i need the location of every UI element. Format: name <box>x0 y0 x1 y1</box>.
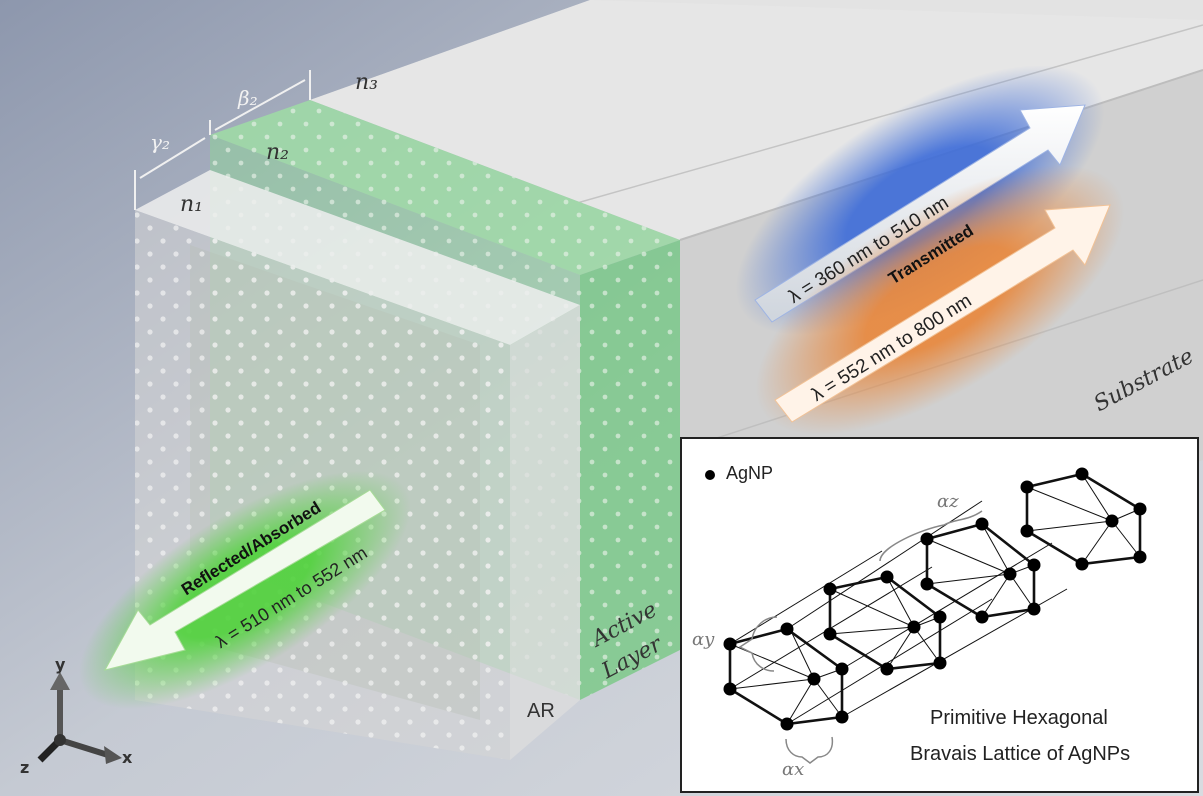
ar-layer-top <box>135 170 580 345</box>
substrate-face-top <box>310 0 1203 240</box>
substrate-ridge <box>569 24 1203 206</box>
dimension-braces <box>738 510 983 764</box>
lattice-diagram <box>705 467 1147 764</box>
n2-label: n₂ <box>266 140 289 165</box>
axis-z-label: z <box>20 758 30 777</box>
legend-label: AgNP <box>726 463 774 483</box>
agnp-nodes <box>723 467 1147 731</box>
axis-y-label: y <box>55 655 66 674</box>
beta-dimension-label: β₂ <box>238 86 258 110</box>
ar-label: AR <box>527 700 555 722</box>
dimension-markers <box>134 70 311 210</box>
alpha-z-label: αz <box>937 491 959 512</box>
lattice-inset: AgNP αz αy αx Primitive Hexagonal Bravai… <box>680 437 1199 793</box>
n3-label: n₃ <box>355 70 378 95</box>
caption-line1: Primitive Hexagonal <box>930 707 1108 729</box>
gamma-dimension-label: γ₂ <box>150 130 170 154</box>
axis-x-label: x <box>122 748 133 767</box>
axes-triad <box>37 672 122 764</box>
legend-dot <box>705 470 715 480</box>
n1-label: n₁ <box>180 192 203 217</box>
orange-arrow <box>774 204 1111 423</box>
alpha-y-label: αy <box>692 629 715 650</box>
ar-layer-side <box>510 305 580 760</box>
green-arrow <box>104 489 386 671</box>
caption-line2: Bravais Lattice of AgNPs <box>910 743 1131 765</box>
alpha-x-label: αx <box>782 759 805 780</box>
